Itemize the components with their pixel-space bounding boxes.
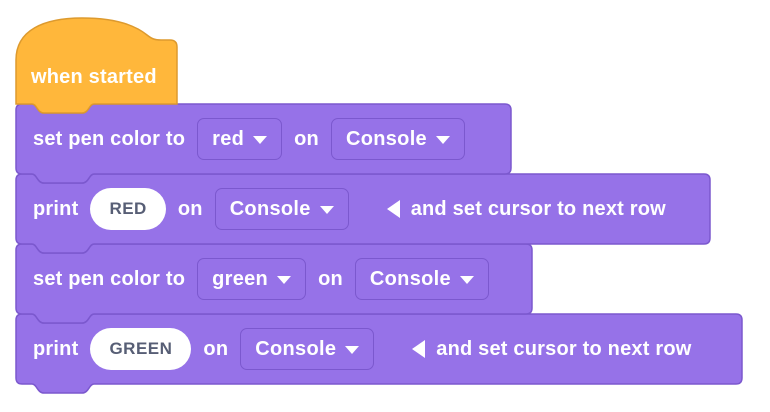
expander-left-triangle-icon[interactable] bbox=[412, 340, 426, 358]
block-label: set pen color to bbox=[33, 127, 186, 150]
dropdown-value: Console bbox=[229, 197, 311, 220]
expander-group: and set cursor to next row bbox=[386, 197, 666, 221]
hat-block-shape bbox=[15, 17, 178, 114]
print-text-input[interactable]: RED bbox=[90, 188, 166, 230]
block-label: print bbox=[33, 197, 79, 220]
pen-color-dropdown[interactable]: red bbox=[197, 118, 283, 160]
block-set-pen-color-green[interactable]: set pen color to green on Console bbox=[33, 244, 489, 314]
on-label: on bbox=[203, 337, 229, 360]
hat-label: when started bbox=[31, 66, 157, 88]
dropdown-value: Console bbox=[369, 267, 451, 290]
target-dropdown[interactable]: Console bbox=[354, 258, 489, 300]
block-print-green[interactable]: print GREEN on Console and set cursor to… bbox=[33, 314, 692, 384]
expander-label: and set cursor to next row bbox=[436, 337, 692, 360]
expander-label: and set cursor to next row bbox=[410, 197, 666, 220]
expander-left-triangle-icon[interactable] bbox=[386, 200, 400, 218]
block-print-red[interactable]: print RED on Console and set cursor to n… bbox=[33, 174, 666, 244]
caret-down-icon bbox=[277, 276, 292, 284]
dropdown-value: Console bbox=[255, 337, 337, 360]
on-label: on bbox=[177, 197, 203, 220]
target-dropdown[interactable]: Console bbox=[214, 188, 349, 230]
caret-down-icon bbox=[435, 136, 450, 144]
pen-color-dropdown[interactable]: green bbox=[197, 258, 307, 300]
caret-down-icon bbox=[459, 276, 474, 284]
caret-down-icon bbox=[345, 346, 360, 354]
hat-block-when-started[interactable]: when started bbox=[31, 18, 157, 104]
block-set-pen-color-red[interactable]: set pen color to red on Console bbox=[33, 104, 465, 174]
on-label: on bbox=[318, 267, 343, 290]
expander-group: and set cursor to next row bbox=[412, 338, 691, 361]
caret-down-icon bbox=[253, 136, 268, 144]
print-text-input[interactable]: GREEN bbox=[90, 328, 192, 370]
on-label: on bbox=[294, 127, 319, 150]
target-dropdown[interactable]: Console bbox=[240, 328, 375, 370]
block-label: set pen color to bbox=[33, 267, 186, 290]
input-value: RED bbox=[109, 199, 147, 218]
dropdown-value: Console bbox=[345, 127, 427, 150]
dropdown-value: green bbox=[212, 267, 269, 290]
caret-down-icon bbox=[319, 206, 334, 214]
target-dropdown[interactable]: Console bbox=[330, 118, 465, 160]
dropdown-value: red bbox=[212, 127, 245, 150]
input-value: GREEN bbox=[109, 339, 173, 358]
block-label: print bbox=[33, 337, 79, 360]
